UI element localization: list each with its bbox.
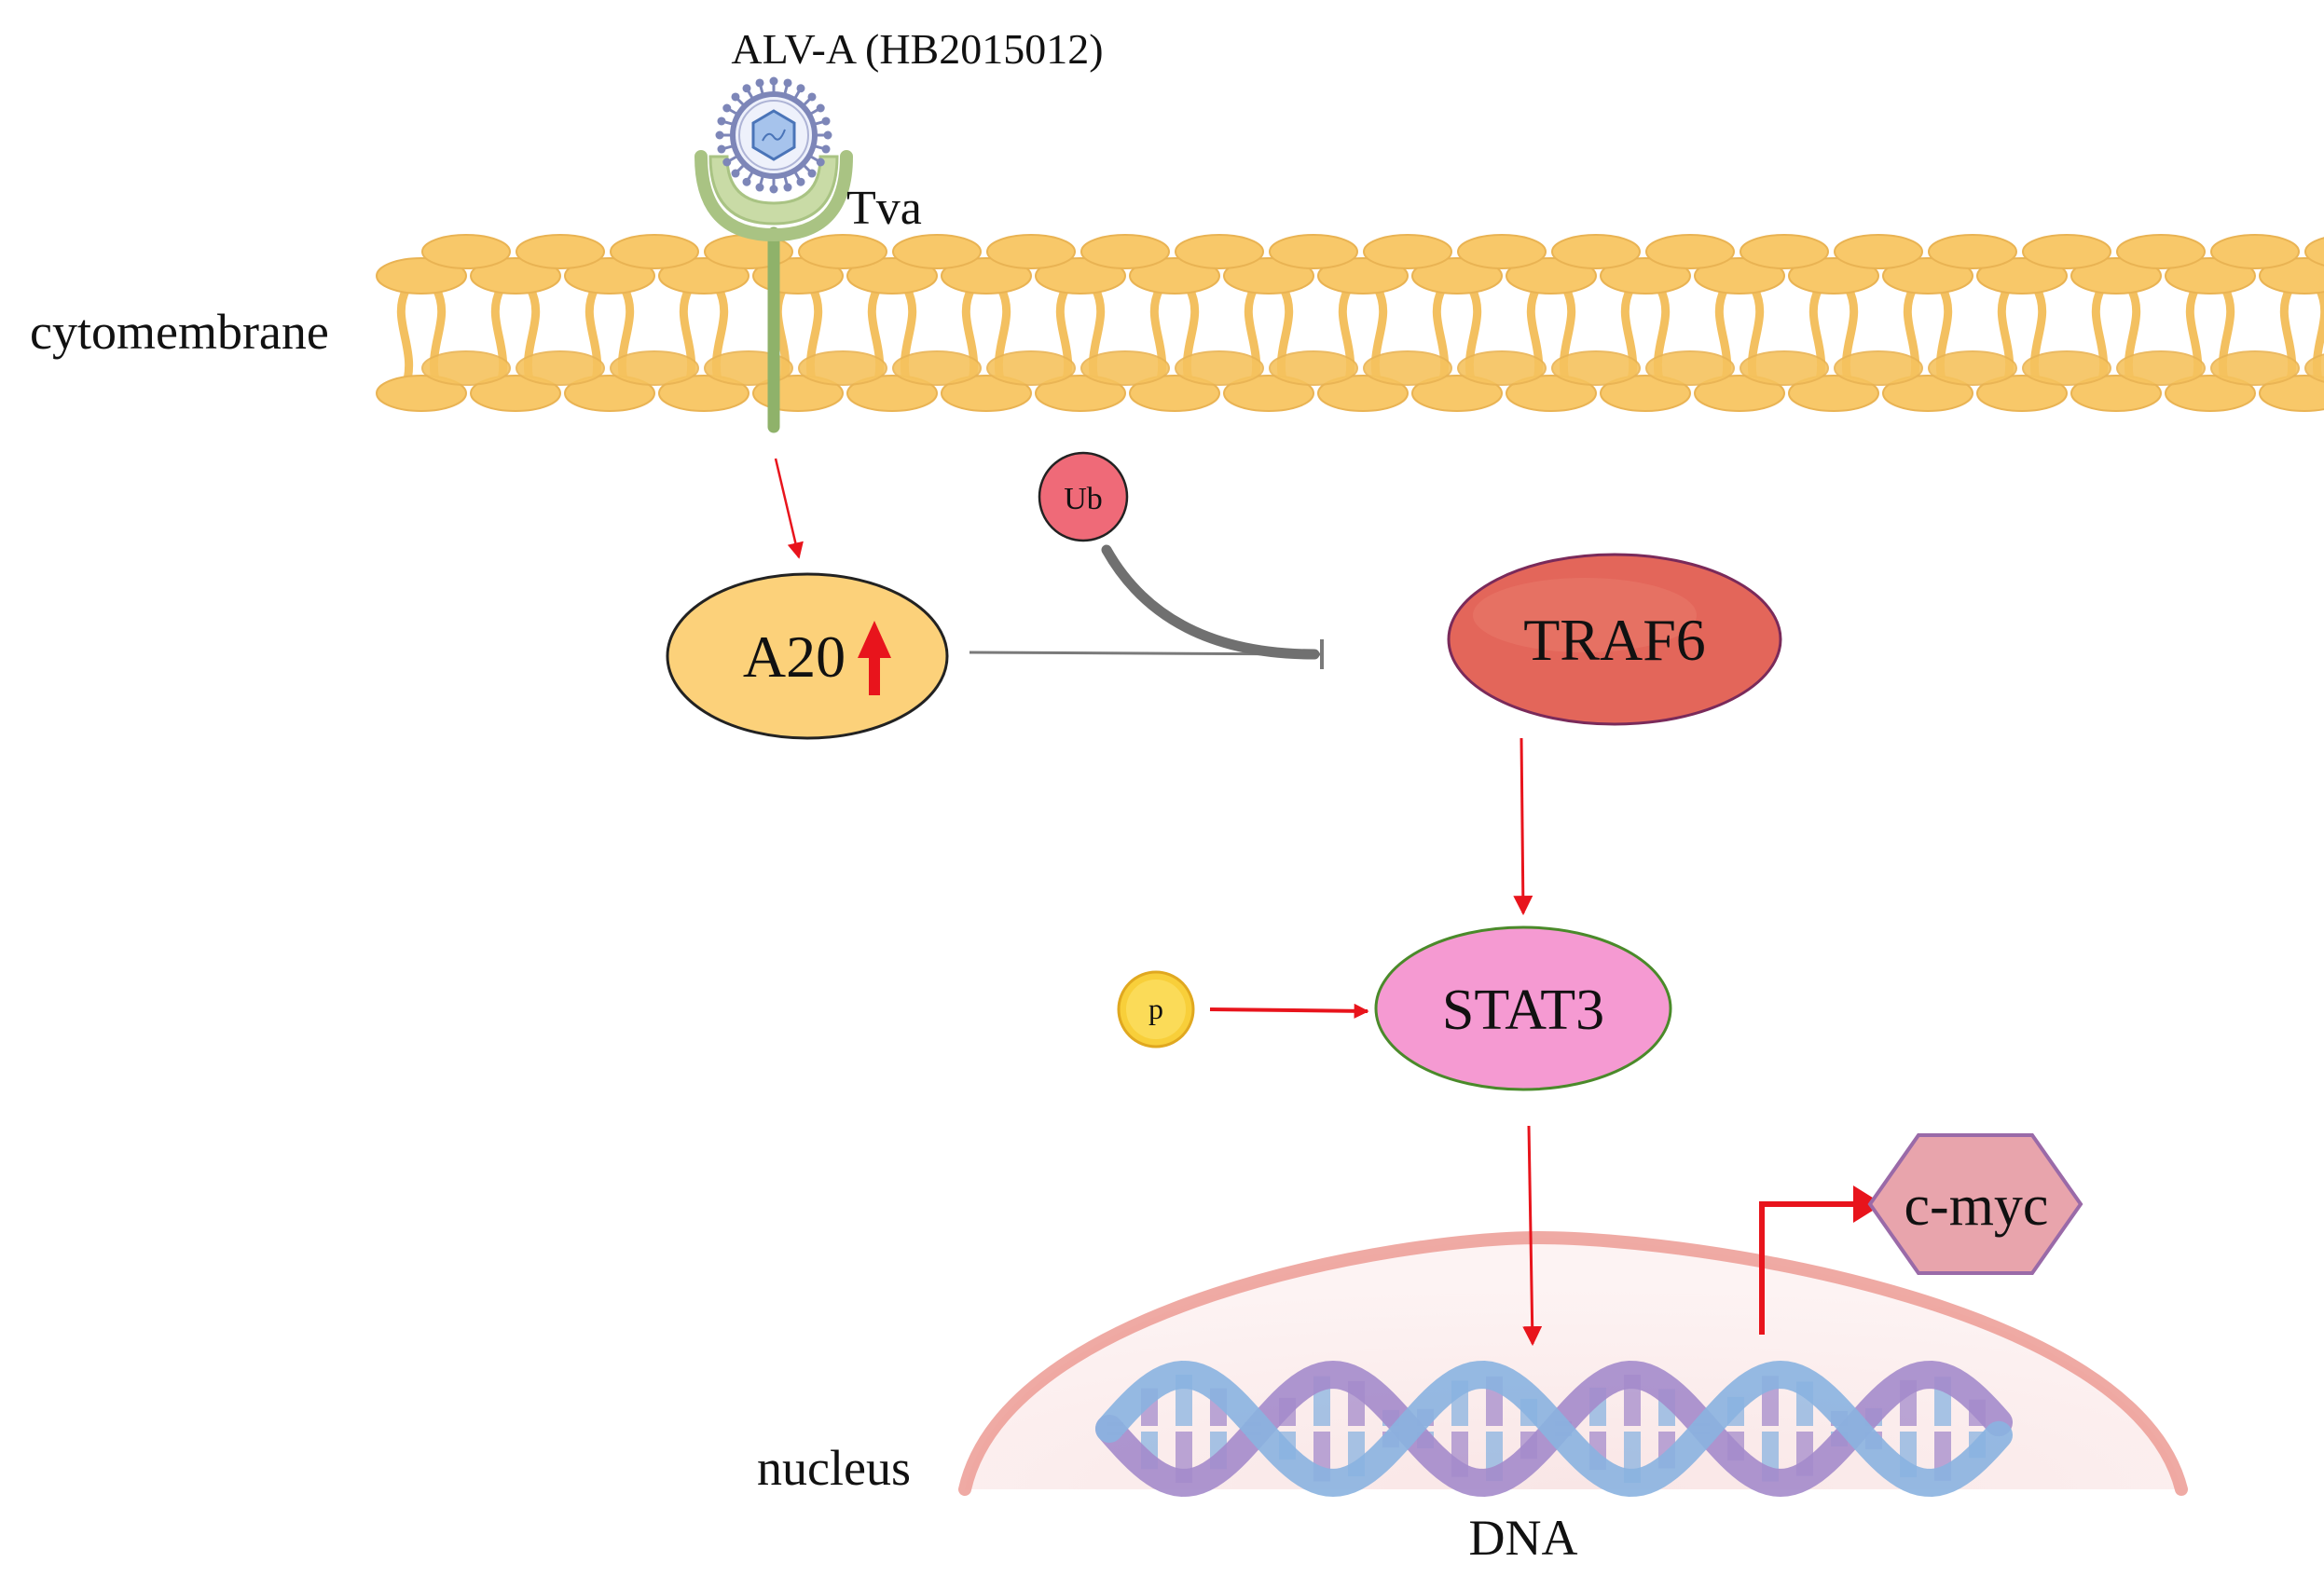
node-p: p: [1117, 970, 1195, 1048]
node-stat3: STAT3: [1374, 925, 1672, 1091]
node-traf6: TRAF6: [1447, 553, 1782, 726]
p-label: p: [1148, 992, 1163, 1025]
a20-label: A20: [743, 624, 846, 690]
ub-curve: [1101, 544, 1320, 660]
upregulation-arrow-icon: [858, 621, 891, 695]
arrow-p-to-stat3: [1209, 1003, 1369, 1019]
virus-particle-icon: [715, 76, 832, 194]
traf6-label: TRAF6: [1523, 607, 1706, 673]
dna-label: DNA: [1469, 1510, 1578, 1566]
cmyc-label: c-myc: [1905, 1174, 2049, 1238]
node-cmyc: c-myc: [1867, 1133, 2083, 1275]
arrow-stat3-to-dna: [1522, 1125, 1543, 1347]
tva-receptor-icon: [694, 150, 853, 433]
dna-double-helix-icon: [1095, 1360, 2013, 1498]
node-ub: Ub: [1038, 451, 1129, 542]
node-a20: A20: [666, 572, 949, 740]
arrow-traf6-to-stat3: [1513, 737, 1533, 916]
ub-label: Ub: [1064, 482, 1103, 516]
cell-membrane: [376, 234, 2324, 412]
arrow-receptor-to-a20: [774, 458, 804, 559]
receptor-label: Tva: [846, 182, 922, 235]
nucleus-label: nucleus: [757, 1440, 911, 1496]
stat3-label: STAT3: [1442, 979, 1604, 1042]
virus-label: ALV-A (HB2015012): [731, 25, 1103, 73]
membrane-label: cytomembrane: [30, 304, 329, 360]
